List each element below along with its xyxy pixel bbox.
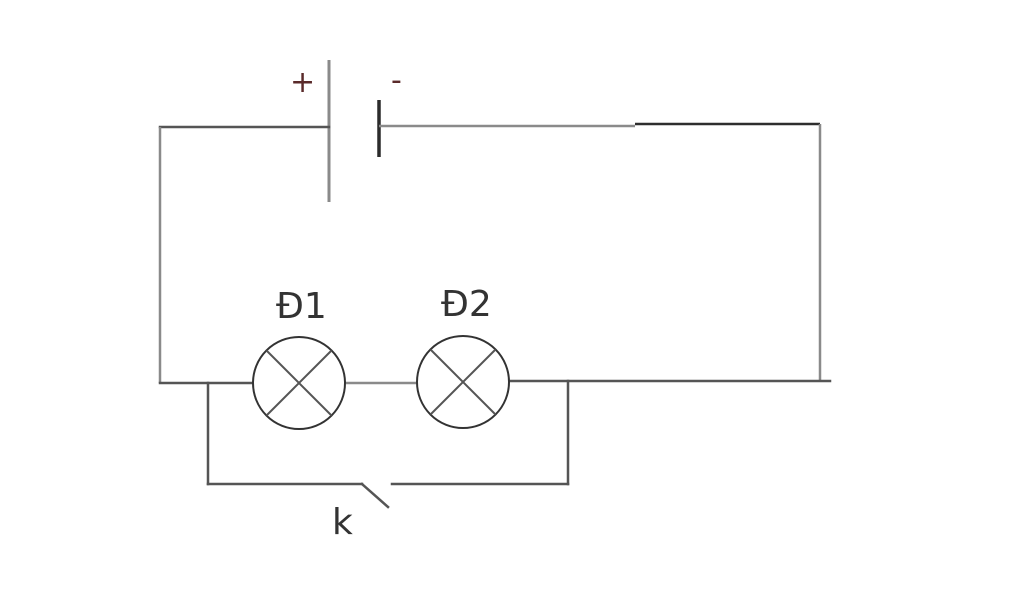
switch-branch: k — [206, 379, 570, 543]
lamp-d1: Đ1 — [252, 286, 346, 430]
switch-blade — [360, 482, 390, 509]
lamp-d2-cross-b — [429, 348, 497, 416]
switch-label: k — [332, 502, 353, 543]
battery-negative-label: - — [391, 63, 402, 98]
battery-positive-label: + — [290, 65, 315, 100]
lamp-d1-cross-b — [265, 349, 333, 417]
lamp-d2-label: Đ2 — [441, 284, 492, 325]
battery: + - — [290, 60, 402, 202]
lamp-d1-label: Đ1 — [276, 286, 327, 327]
lamp-d2: Đ2 — [416, 284, 510, 429]
